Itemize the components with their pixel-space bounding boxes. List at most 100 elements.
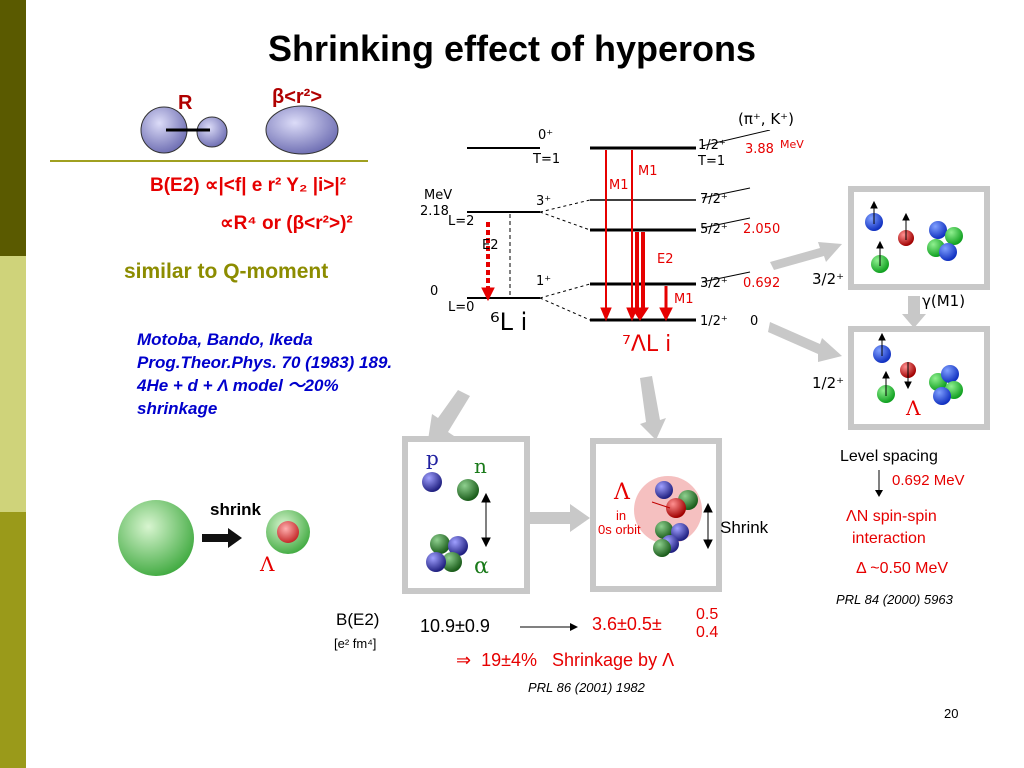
arrow-to-cluster-box [428, 390, 470, 440]
li6-spin-0plus: 0⁺ [538, 128, 554, 143]
reaction-label: (π⁺, K⁺) [738, 110, 794, 128]
proton [422, 472, 442, 492]
connector [539, 211, 591, 231]
label-in: in [616, 508, 627, 523]
ref-line: Motoba, Bando, Ikeda [137, 330, 313, 349]
interaction-label: interaction [852, 530, 926, 547]
incoming-arrow [701, 130, 771, 147]
label-alpha: α [474, 554, 489, 579]
label-r: R [178, 92, 193, 114]
neutron [457, 479, 479, 501]
gamma-m1-label: γ(M1) [922, 292, 966, 310]
li6-nucleus: ⁶L i [490, 308, 528, 336]
be2-err-up: 0.5 [696, 606, 719, 623]
li6-spin-3plus: 3⁺ [536, 194, 552, 209]
lambda-particle [666, 498, 686, 518]
ref-line: 4He + d + Λ model ～20% [137, 376, 339, 395]
similar-q-moment: similar to Q-moment [124, 260, 329, 283]
level-spacing-title: Level spacing [840, 448, 938, 465]
formula-be2: B(E2) ∝|<f| e r² Y₂ |i>|² [150, 175, 347, 196]
be2-reference: PRL 86 (2001) 1982 [528, 680, 645, 695]
be2-before: 10.9±0.9 [420, 616, 490, 636]
lambda-core [277, 521, 299, 543]
spin-lower-label: 1/2⁺ [812, 374, 845, 392]
li7-m1-label: M1 [609, 178, 629, 193]
li7-m1-label: M1 [638, 164, 658, 179]
be2-err-down: 0.4 [696, 624, 719, 641]
li6-t1: T=1 [533, 152, 561, 167]
cluster-nucleons-free [422, 472, 491, 572]
deformation-sketch [140, 105, 339, 155]
li7-energy: 0.692 [743, 276, 781, 291]
reference-block: Motoba, Bando, Ikeda Prog.Theor.Phys. 70… [137, 328, 392, 420]
neutron [653, 539, 671, 557]
spin-nucleons-upper [865, 200, 963, 273]
label-p: p [426, 446, 439, 470]
proton [655, 481, 673, 499]
sidebar-band-top [0, 0, 26, 256]
incoming-arrow [701, 271, 751, 283]
delta-value: Δ ~0.50 MeV [856, 560, 949, 577]
incoming-arrow [701, 217, 751, 229]
spin-spin-label: ΛN spin-spin [846, 508, 937, 525]
neutron [442, 552, 462, 572]
spin-upper-label: 3/2⁺ [812, 270, 845, 288]
arrow-to-upper-box [770, 242, 842, 270]
proton [929, 221, 947, 239]
li7-spin: 7/2⁺ [700, 192, 728, 207]
level-spacing-arrow [875, 470, 883, 497]
right-reference: PRL 84 (2000) 5963 [836, 592, 953, 607]
ref-line: shrinkage [137, 399, 218, 418]
li6-e218: 2.18 [420, 204, 449, 219]
right-lambda: Λ [906, 396, 921, 420]
level-scheme [467, 130, 771, 322]
arrow-to-lower-box [768, 322, 842, 362]
deformed-ellipsoid [265, 105, 339, 155]
sidebar-band-middle [0, 256, 26, 512]
li7-spin: 1/2⁺ [700, 314, 728, 329]
shrink-lambda: Λ [260, 552, 275, 576]
proton [941, 365, 959, 383]
neutron [945, 227, 963, 245]
label-shrink: Shrink [720, 518, 769, 537]
label-lambda: Λ [614, 480, 630, 505]
shrink-illustration [118, 500, 310, 576]
label-n: n [474, 454, 487, 478]
shrink-arrow [202, 528, 242, 548]
li6-spin-1plus: 1⁺ [536, 274, 552, 289]
arrow-to-shrink-box [640, 376, 666, 440]
cluster-nucleons-shrink [634, 476, 713, 557]
proton [939, 243, 957, 261]
ref-line: Prog.Theor.Phys. 70 (1983) 189. [137, 353, 393, 372]
proton [448, 536, 468, 556]
gamma-arrow [902, 296, 926, 328]
cluster-box-free [402, 436, 530, 594]
connector [539, 199, 591, 213]
be2-label: B(E2) [336, 610, 380, 629]
sidebar-band-bottom [0, 512, 26, 768]
li7-m1-label: M1 [674, 292, 694, 307]
li7-energy: 3.88 [745, 142, 774, 157]
spin-box-lower [848, 326, 990, 430]
small-sphere [196, 116, 228, 148]
page-number: 20 [944, 706, 959, 721]
neutron [430, 534, 450, 554]
li7-spin: 1/2⁺ [698, 138, 726, 153]
proton [426, 552, 446, 572]
be2-unit: [e² fm⁴] [334, 636, 377, 651]
li7-e2-label: E2 [657, 252, 674, 267]
li7-energy: 2.050 [743, 222, 781, 237]
level-spacing-value: 0.692 MeV [892, 472, 965, 489]
label-0s-orbit: 0s orbit [598, 522, 641, 537]
li7-spin: 5/2⁺ [700, 222, 728, 237]
shrink-label: shrink [210, 500, 262, 519]
incoming-arrow [701, 187, 751, 199]
li7-spin: 3/2⁺ [700, 276, 728, 291]
be2-arrow [520, 623, 578, 631]
arrow-between-boxes [526, 504, 590, 532]
slide-title: Shrinking effect of hyperons [267, 28, 757, 69]
li7-energy-unit: MeV [780, 138, 804, 151]
li6-mev: MeV [424, 188, 453, 203]
li7-energy: 0 [750, 314, 759, 329]
